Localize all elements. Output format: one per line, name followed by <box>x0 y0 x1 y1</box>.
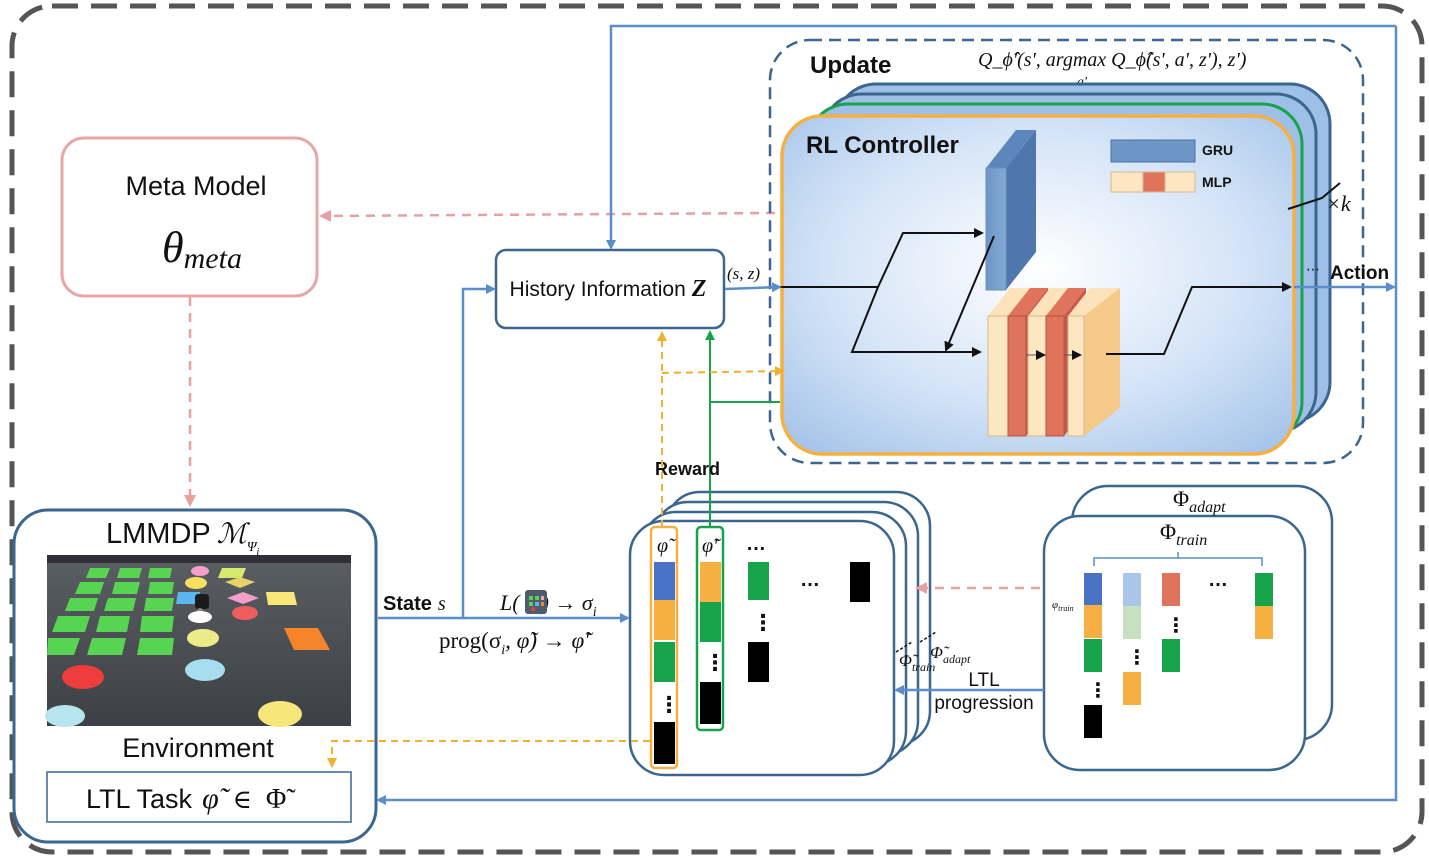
task-seg <box>748 562 769 600</box>
labeling-function: L() → σi <box>499 590 597 620</box>
legend-mlp-swatch <box>1110 171 1196 193</box>
task-seg <box>654 642 675 682</box>
outer-frame <box>9 3 1425 855</box>
small-phi-adapt: Φ̃adapt <box>930 643 971 666</box>
state-to-history-arrow <box>461 284 496 618</box>
mlp-block <box>987 288 1120 437</box>
task-hdots: … <box>746 533 766 555</box>
gru-block <box>985 130 1036 291</box>
train-seg <box>1162 573 1180 606</box>
meta-model-title: Meta Model <box>125 171 266 201</box>
stack-brace <box>1287 182 1341 210</box>
update-region <box>768 38 1365 465</box>
history-output-label: (s, z) <box>727 264 760 283</box>
q-target-formula: Q_ϕ̂'(s', argmax Q_ϕ̂(s', a', z'), z') <box>978 49 1247 71</box>
train-seg <box>1123 672 1141 705</box>
phi-train-label: Φtrain <box>1160 519 1207 549</box>
task-vdots: ⋮ <box>658 692 680 717</box>
train-seg <box>1084 639 1102 672</box>
train-seg <box>1162 639 1180 672</box>
task-seg <box>700 602 721 642</box>
small-tick <box>895 641 913 653</box>
legend-gru-label: GRU <box>1202 142 1233 158</box>
controller-to-gru-line <box>877 228 984 288</box>
varphi-train-label: φtrain <box>1052 599 1074 613</box>
rl-controller-title: RL Controller <box>806 132 959 159</box>
update-title: Update <box>810 52 891 79</box>
train-seg <box>1255 606 1273 639</box>
task-vdots: ⋮ <box>704 650 726 675</box>
train-vdots: ⋮ <box>1127 647 1147 669</box>
controller-to-meta-arrow <box>319 209 776 222</box>
orange-dashed-to-env <box>327 740 650 768</box>
small-tick <box>919 631 937 643</box>
task-seg <box>850 562 870 602</box>
ltl-task-box <box>46 771 352 823</box>
task-column-phi-prime-label: φ̃′ <box>702 535 721 557</box>
gru-to-mlp-line <box>944 235 995 352</box>
task-seg <box>654 562 675 600</box>
environment-photo <box>45 555 351 727</box>
task-seg <box>700 682 721 724</box>
task-hdots: … <box>800 569 820 591</box>
controller-input-line <box>776 286 982 357</box>
stack-count: ×k <box>1326 191 1352 216</box>
action-label: Action <box>1330 263 1389 284</box>
mlp-to-output-line <box>1106 282 1292 355</box>
train-seg <box>1084 605 1102 638</box>
task-seg <box>748 642 769 682</box>
meta-model-box: Meta Model θmeta <box>60 136 319 298</box>
task-vdots: ⋮ <box>752 610 774 635</box>
top-feedback-arrow <box>606 24 1396 250</box>
task-seg <box>700 562 721 602</box>
legend-mlp-label: MLP <box>1202 174 1232 190</box>
ltl-progression-line2: progression <box>934 693 1033 714</box>
reward-label: Reward <box>655 459 720 479</box>
task-seg <box>654 722 675 764</box>
train-seg <box>1084 705 1102 738</box>
train-hdots: … <box>1208 569 1228 591</box>
train-vdots: ⋮ <box>1088 680 1108 702</box>
phi-train-brace <box>1093 552 1263 566</box>
labeling-thumbnail-icon <box>525 590 547 614</box>
train-seg <box>1255 573 1273 606</box>
phi-adapt-label: Φadapt <box>1173 486 1226 516</box>
train-seg <box>1084 573 1102 605</box>
meta-model-theta: θmeta <box>162 223 242 275</box>
train-seg <box>1123 573 1141 606</box>
progression-formula: prog(σi, φ̃) → φ̃′ <box>439 628 594 658</box>
orange-dashed-right <box>661 366 785 377</box>
train-vdots: ⋮ <box>1166 615 1186 637</box>
task-column-phi <box>649 525 679 770</box>
legend-gru-swatch <box>1110 139 1196 163</box>
action-return-loop <box>376 26 1398 805</box>
stack-dots: ⋯ <box>1306 261 1320 277</box>
train-seg <box>1123 606 1141 639</box>
history-to-controller-arrow <box>724 282 782 293</box>
task-seg <box>654 600 675 640</box>
environment-caption: Environment <box>122 733 274 763</box>
ltl-progression-line1: LTL <box>968 670 999 691</box>
